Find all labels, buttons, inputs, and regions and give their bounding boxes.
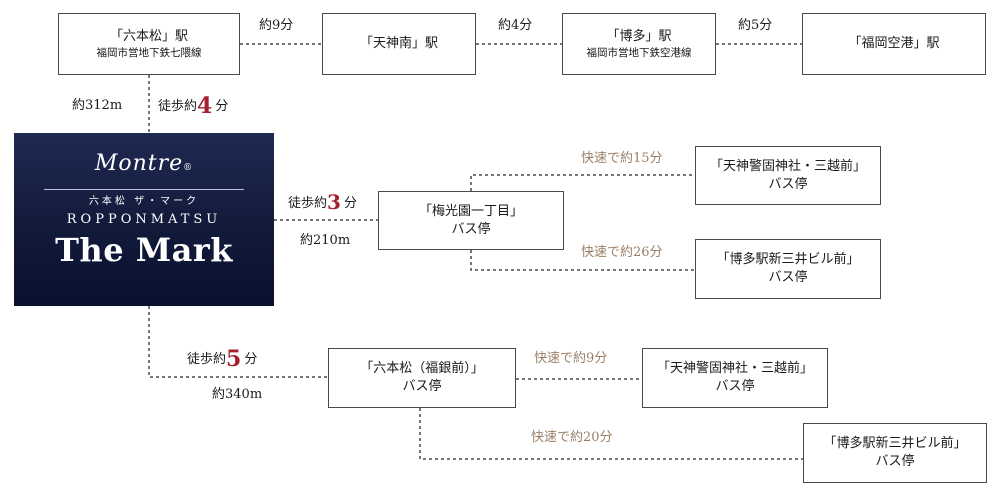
station-tenjinminami-name: 「天神南」駅 xyxy=(359,36,438,51)
walk-bottom-prefix: 徒歩約 xyxy=(187,352,227,367)
busstop-hakata-mitsui-2-type: バス停 xyxy=(875,454,915,469)
logo-name: The Mark xyxy=(55,231,233,269)
walk-mid-prefix: 徒歩約 xyxy=(288,196,328,211)
busstop-baikoen-box: 「梅光園一丁目」 バス停 xyxy=(378,191,564,250)
rail-time-2: 約4分 xyxy=(498,18,533,33)
rail-time-3: 約5分 xyxy=(738,18,773,33)
busstop-tenjin-keigo-2-box: 「天神警固神社・三越前」 バス停 xyxy=(642,348,828,408)
station-hakata-line: 福岡市営地下鉄空港線 xyxy=(586,46,692,59)
station-roppongi-line: 福岡市営地下鉄七隈線 xyxy=(96,46,202,59)
busstop-baikoen-type: バス停 xyxy=(451,221,491,237)
express-time-1: 快速で約15分 xyxy=(581,151,663,166)
busstop-hakata-mitsui-2-box: 「博多駅新三井ビル前」 バス停 xyxy=(803,423,987,483)
walk-mid-distance: 約210m xyxy=(300,233,351,248)
busstop-roppongi-fukugin-type: バス停 xyxy=(402,379,442,394)
station-roppongi-box: 「六本松」駅 福岡市営地下鉄七隈線 xyxy=(58,13,240,75)
rail-time-1: 約9分 xyxy=(259,18,294,33)
busstop-hakata-mitsui-1-type: バス停 xyxy=(768,270,808,285)
walk-top-minutes: 4 xyxy=(197,93,213,119)
busstop-tenjin-keigo-2-type: バス停 xyxy=(715,379,755,394)
station-airport-name: 「福岡空港」駅 xyxy=(848,36,940,51)
busstop-hakata-mitsui-1-name: 「博多駅新三井ビル前」 xyxy=(716,252,860,267)
express-time-4: 快速で約20分 xyxy=(531,430,613,445)
busstop-tenjin-keigo-2-name: 「天神警固神社・三越前」 xyxy=(656,361,813,376)
property-logo: Montre® 六本松 ザ・マーク ROPPONMATSU The Mark xyxy=(14,133,274,306)
busstop-baikoen-name: 「梅光園一丁目」 xyxy=(418,203,523,219)
walk-mid-minutes: 3 xyxy=(327,190,341,214)
logo-registered-mark: ® xyxy=(183,163,194,173)
busstop-tenjin-keigo-1-type: バス停 xyxy=(768,176,808,192)
busstop-tenjin-keigo-1-name: 「天神警固神社・三越前」 xyxy=(709,158,866,174)
busstop-roppongi-fukugin-box: 「六本松（福銀前）」 バス停 xyxy=(328,348,516,408)
walk-mid-unit: 分 xyxy=(343,196,357,211)
station-roppongi-name: 「六本松」駅 xyxy=(109,28,188,44)
busstop-roppongi-fukugin-name: 「六本松（福銀前）」 xyxy=(360,361,484,376)
station-hakata-name: 「博多」駅 xyxy=(606,28,672,44)
busstop-hakata-mitsui-1-box: 「博多駅新三井ビル前」 バス停 xyxy=(695,239,881,299)
logo-brand: Montre® xyxy=(94,151,194,176)
walk-top-prefix: 徒歩約 xyxy=(158,99,198,114)
station-hakata-box: 「博多」駅 福岡市営地下鉄空港線 xyxy=(562,13,716,75)
walk-bottom-unit: 分 xyxy=(244,352,258,367)
busstop-tenjin-keigo-1-box: 「天神警固神社・三越前」 バス停 xyxy=(695,146,881,205)
walk-bottom-distance: 約340m xyxy=(212,387,263,402)
express-time-2: 快速で約26分 xyxy=(581,245,663,260)
express-time-3: 快速で約9分 xyxy=(534,351,608,366)
station-airport-box: 「福岡空港」駅 xyxy=(802,13,986,75)
logo-romaji: ROPPONMATSU xyxy=(66,212,222,227)
walk-top-distance: 約312m xyxy=(72,98,123,113)
station-tenjinminami-box: 「天神南」駅 xyxy=(322,13,476,75)
logo-rule xyxy=(44,189,244,190)
logo-sub: 六本松 ザ・マーク xyxy=(88,196,200,207)
walk-top-unit: 分 xyxy=(215,99,229,114)
walk-bottom-minutes: 5 xyxy=(226,346,242,372)
busstop-hakata-mitsui-2-name: 「博多駅新三井ビル前」 xyxy=(823,436,967,451)
